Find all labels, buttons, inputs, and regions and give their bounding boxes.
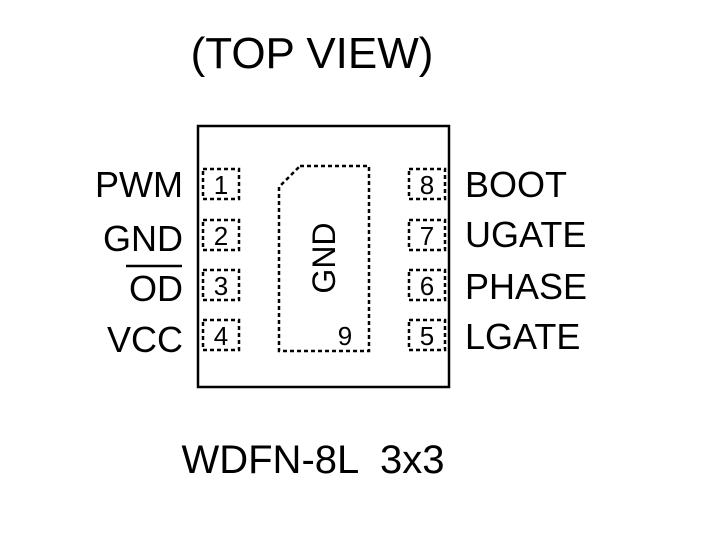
pin-number: 8 [420,170,434,200]
pin-label: PHASE [465,266,587,307]
pin-label: OD [129,268,183,309]
right-pin-group: 8 BOOT 7 UGATE 6 PHASE 5 LGATE [407,164,587,357]
pin-5: 5 LGATE [407,316,580,357]
left-pin-group: 1 PWM 2 GND 3 OD 4 VCC [95,164,241,360]
pin-pad [201,218,241,252]
exposed-pad-number: 9 [338,321,352,351]
pin-label: GND [103,218,183,259]
pin-pad [407,268,447,302]
pin-pad [407,318,447,352]
pin-8: 8 BOOT [407,164,567,205]
pin-number: 4 [214,321,228,351]
pin-number: 6 [420,271,434,301]
pin-label: PWM [95,164,183,205]
pin-label: LGATE [465,316,580,357]
pin-number: 3 [214,271,228,301]
pin-6: 6 PHASE [407,266,587,307]
pin-label: VCC [107,319,183,360]
pin-pad [407,218,447,252]
pin-label: BOOT [465,164,567,205]
pin-number: 7 [420,221,434,251]
pin-pad [201,167,241,201]
pin-pad [201,268,241,302]
pin-pad [407,167,447,201]
pin-1: 1 PWM [95,164,241,205]
pin-2: 2 GND [103,218,241,259]
pin-number: 2 [214,221,228,251]
exposed-pad: GND 9 [277,164,371,353]
pin-pad [201,318,241,352]
pin-number: 5 [420,321,434,351]
pin-3: 3 OD [126,264,241,309]
exposed-pad-outline [277,164,371,353]
view-title: (TOP VIEW) [191,29,434,78]
package-outline [196,124,451,389]
pin-number: 1 [214,170,228,200]
package-name: WDFN-8L 3x3 [181,438,444,482]
pin-4: 4 VCC [107,318,241,360]
pin-label: UGATE [465,214,586,255]
exposed-pad-label: GND [306,222,342,293]
pin-7: 7 UGATE [407,214,586,255]
